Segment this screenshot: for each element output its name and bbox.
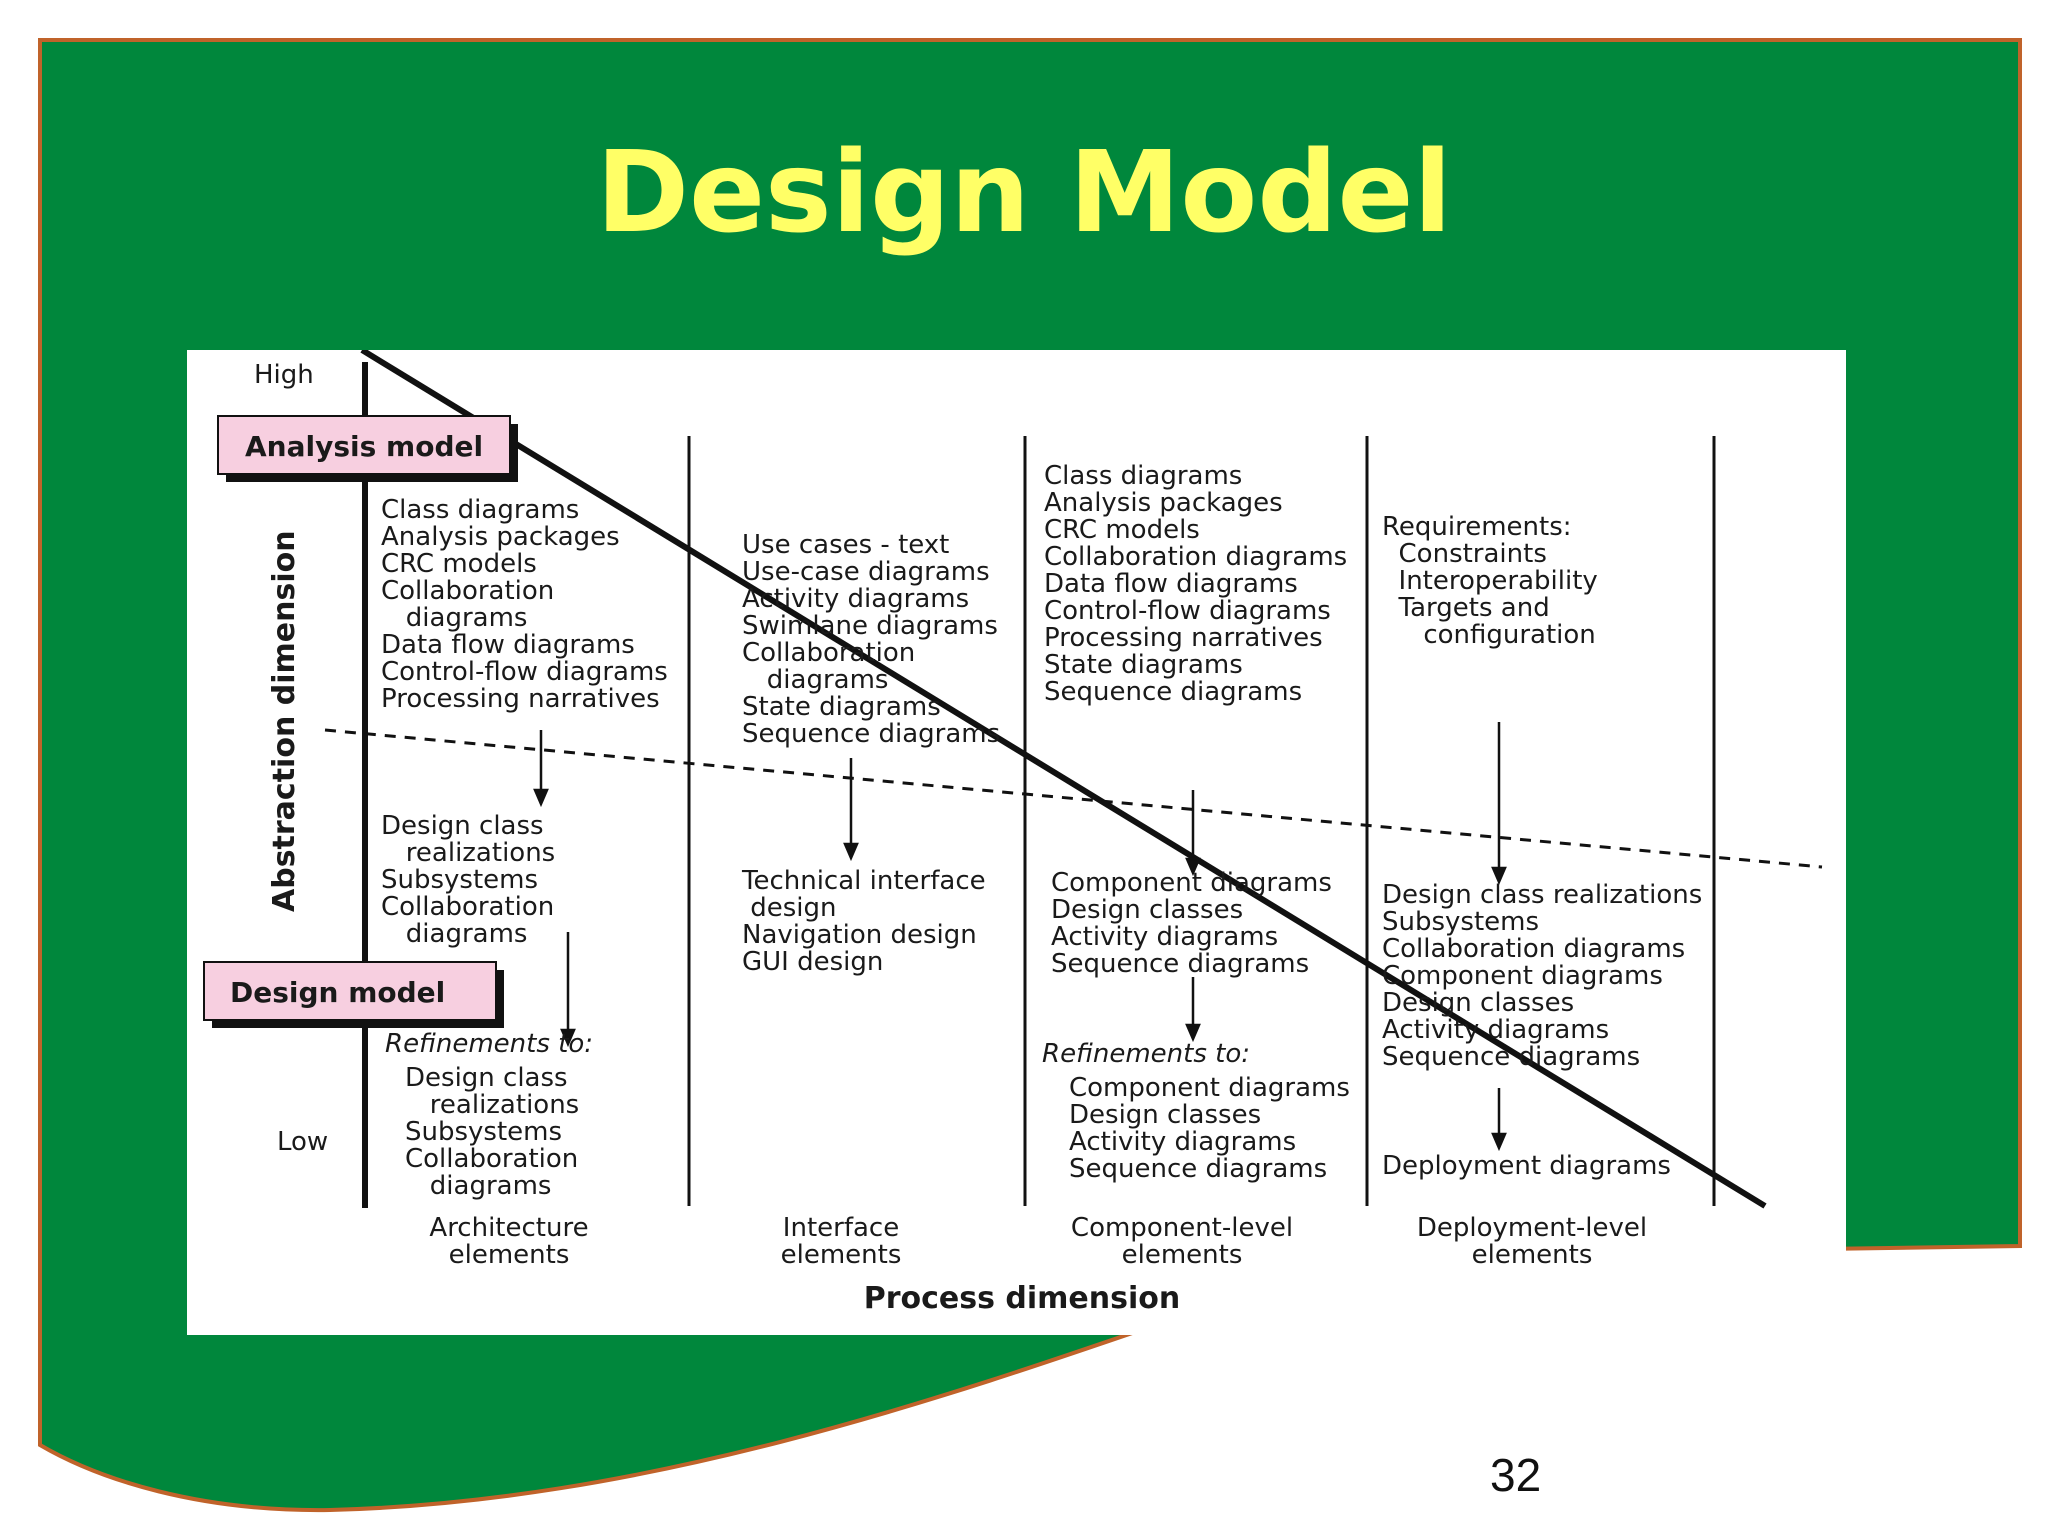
arrow-component-refine-head <box>1185 1023 1201 1043</box>
x-axis-title: Process dimension <box>864 1281 1181 1316</box>
design-model-diagram: Analysis model Design model High Low Abs… <box>187 350 1846 1335</box>
arrow-architecture-head <box>533 788 549 808</box>
arrow-deployment-head <box>1491 866 1507 886</box>
arrow-component-head <box>1185 857 1201 877</box>
arrows <box>533 722 1507 1152</box>
y-axis-low-label: Low <box>277 1127 328 1157</box>
arrow-architecture-refine-head <box>560 1028 576 1048</box>
arrow-interface-head <box>843 842 859 862</box>
y-axis-high-label: High <box>254 360 314 390</box>
refinements-label-component: Refinements to: <box>1042 1039 1250 1069</box>
analysis-design-boundary <box>324 728 1823 869</box>
refinements-deployment-item: Deployment diagrams <box>1382 1151 1671 1181</box>
analysis-model-label: Analysis model <box>245 430 483 463</box>
analysis-deployment-list: Requirements: Constraints Interoperabili… <box>1382 512 1598 650</box>
refinements-label-architecture: Refinements to: <box>385 1029 593 1059</box>
slide-title: Design Model <box>596 128 1452 258</box>
process-axis <box>360 350 1767 1209</box>
design-model-label: Design model <box>230 976 445 1009</box>
y-axis-title: Abstraction dimension <box>267 530 302 912</box>
design-model-box <box>203 961 497 1021</box>
analysis-model-box <box>217 415 511 475</box>
arrow-deployment-refine-head <box>1491 1132 1507 1152</box>
slide-page-number: 32 <box>1490 1449 1542 1501</box>
